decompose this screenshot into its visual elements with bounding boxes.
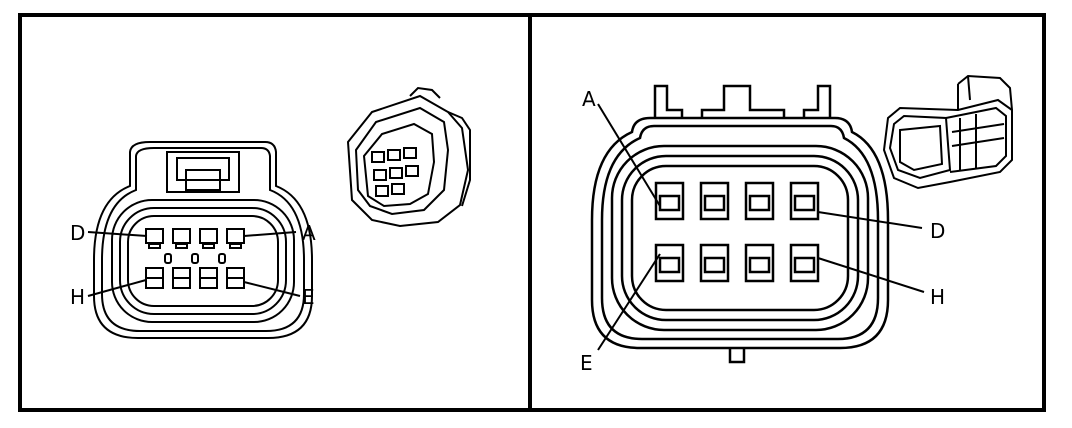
right-tab-left: [653, 84, 684, 118]
right-tab-center: [700, 84, 786, 118]
left-connector-face: [93, 141, 313, 339]
right-pin-h: [789, 243, 820, 283]
left-label-h: H: [70, 285, 85, 309]
right-pin-b: [699, 181, 730, 221]
right-face-ring-2: [620, 154, 860, 322]
right-pin-f: [699, 243, 730, 283]
right-label-e: E: [580, 351, 593, 375]
right-leader-lines: [597, 103, 925, 351]
right-housing-inner: [600, 124, 880, 341]
right-tab-right: [802, 84, 832, 118]
left-face-ring-2: [119, 207, 287, 315]
left-pin-b-lock: [202, 243, 215, 249]
left-pin-c-lock: [175, 243, 188, 249]
right-pin-e: [654, 243, 685, 283]
right-pin-d: [789, 181, 820, 221]
right-pin-c: [744, 181, 775, 221]
left-key-1: [164, 253, 172, 264]
right-label-d: D: [930, 219, 945, 243]
right-housing-outer: [590, 116, 890, 350]
left-latch: [166, 151, 240, 193]
right-label-a: A: [582, 87, 596, 111]
right-label-h: H: [930, 285, 945, 309]
left-label-d: D: [70, 221, 85, 245]
left-pin-a: [226, 228, 245, 244]
left-pin-d-lock: [148, 243, 161, 249]
right-connector-perspective: [882, 74, 1013, 190]
left-pin-a-lock: [229, 243, 242, 249]
left-face-ring-3: [127, 215, 279, 307]
left-housing-outer: [93, 141, 313, 339]
left-latch-window: [176, 157, 230, 181]
left-housing-inner: [101, 147, 305, 332]
left-pin-d: [145, 228, 164, 244]
left-latch-tab: [185, 169, 221, 191]
left-label-e: E: [302, 285, 315, 309]
right-face-ring-3: [630, 164, 850, 312]
right-connector-face: [590, 84, 890, 364]
right-bottom-key: [728, 348, 746, 364]
left-leader-lines: [87, 231, 301, 297]
left-pin-b: [199, 228, 218, 244]
right-pin-g: [744, 243, 775, 283]
left-key-2: [191, 253, 199, 264]
left-pin-c: [172, 228, 191, 244]
right-face-ring-1: [610, 144, 870, 332]
left-connector-perspective: [346, 86, 471, 228]
left-label-a: A: [302, 221, 316, 245]
left-key-3: [218, 253, 226, 264]
left-face-ring-1: [111, 199, 295, 323]
